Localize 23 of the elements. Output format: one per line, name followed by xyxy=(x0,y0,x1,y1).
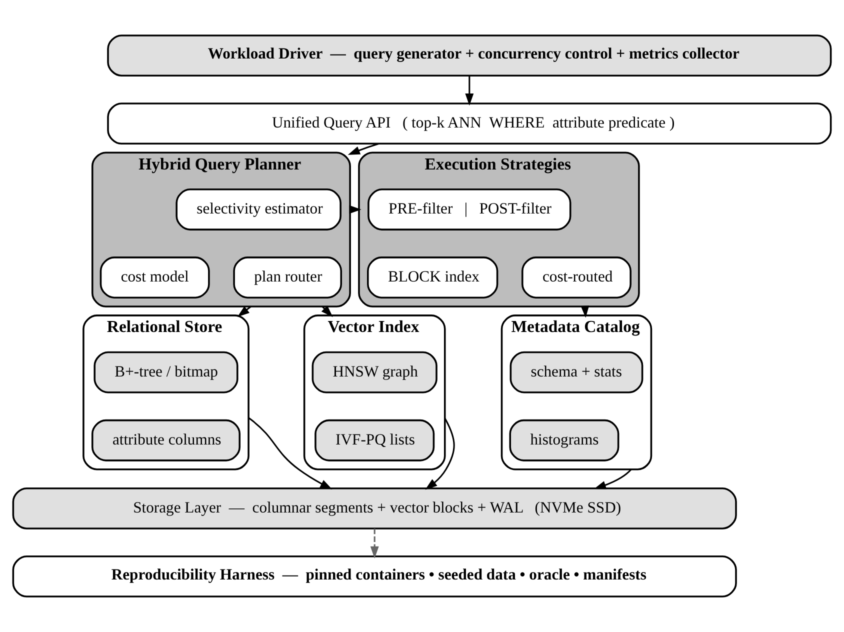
node-box: BLOCK index xyxy=(367,256,498,298)
node-box: plan router xyxy=(233,256,342,298)
arrow xyxy=(425,418,455,490)
node-box: PRE-filter | POST-filter xyxy=(368,188,572,230)
node-box: attribute columns xyxy=(91,419,241,462)
node-box: Reproducibility Harness — pinned containers • seeded data • oracle • manifests xyxy=(12,555,737,598)
arrow xyxy=(465,76,474,106)
arrow xyxy=(248,417,332,490)
arrow xyxy=(348,143,379,155)
arrow xyxy=(594,468,632,490)
arrow xyxy=(370,528,379,558)
node-box: Unified Query API ( top-k ANN WHERE attribute predicate ) xyxy=(107,102,832,145)
node-box: schema + stats xyxy=(510,351,644,394)
arrow xyxy=(237,306,252,317)
node-box: cost model xyxy=(100,256,210,298)
node-box: Workload Driver — query generator + concurrency control + metrics collector xyxy=(107,34,832,77)
node-box: HNSW graph xyxy=(312,351,438,394)
node-box: IVF-PQ lists xyxy=(314,419,435,462)
node-box: selectivity estimator xyxy=(176,188,342,230)
node-box: histograms xyxy=(509,419,620,462)
node-box: Storage Layer — columnar segments + vector blocks + WAL (NVMe SSD) xyxy=(12,487,737,530)
node-box: cost-routed xyxy=(522,256,632,298)
node-box: B+-tree / bitmap xyxy=(94,351,238,394)
